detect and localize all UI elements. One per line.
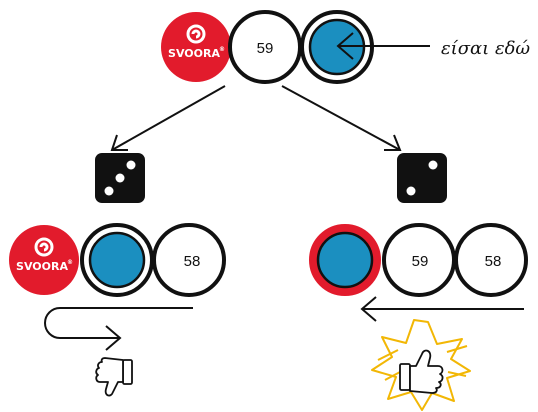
you-are-here-label: είσαι εδώ [441,38,530,59]
top-square-number: 59 [257,40,274,57]
die-face-three-icon [95,153,145,203]
registered-mark: ® [67,259,73,266]
svoora-logo-text: SVOORA [168,47,220,60]
top-square-59: 59 [228,10,302,84]
right-square-number-58: 58 [485,253,502,270]
u-turn-arrow [44,307,193,351]
left-square-number: 58 [184,253,201,270]
svoora-logo-top: SVOORA ® [161,12,231,82]
top-row: SVOORA ® 59 είσαι εδώ [161,10,530,84]
branch-arrow-right [281,85,402,151]
thumbs-up-icon [399,349,444,394]
registered-mark: ® [219,46,225,53]
right-token-square [309,224,381,296]
branch-arrow-left [110,85,226,151]
back-arrow [360,296,524,322]
right-square-59: 59 [382,223,456,297]
svoora-logo-left: SVOORA ® [9,225,79,295]
you-are-here-arrow [336,32,430,60]
right-square-58: 58 [454,223,528,297]
left-square-58: 58 [152,223,226,297]
svoora-logo-text: SVOORA [16,260,68,273]
right-square-number-59: 59 [412,253,429,270]
die-face-two-icon [397,153,447,203]
player-token [88,231,146,289]
player-token [316,231,374,289]
thumbs-down-icon [95,357,133,397]
right-branch-row: 59 58 [309,223,528,411]
left-token-square [80,223,154,297]
left-branch-row: SVOORA ® 58 [9,223,226,397]
